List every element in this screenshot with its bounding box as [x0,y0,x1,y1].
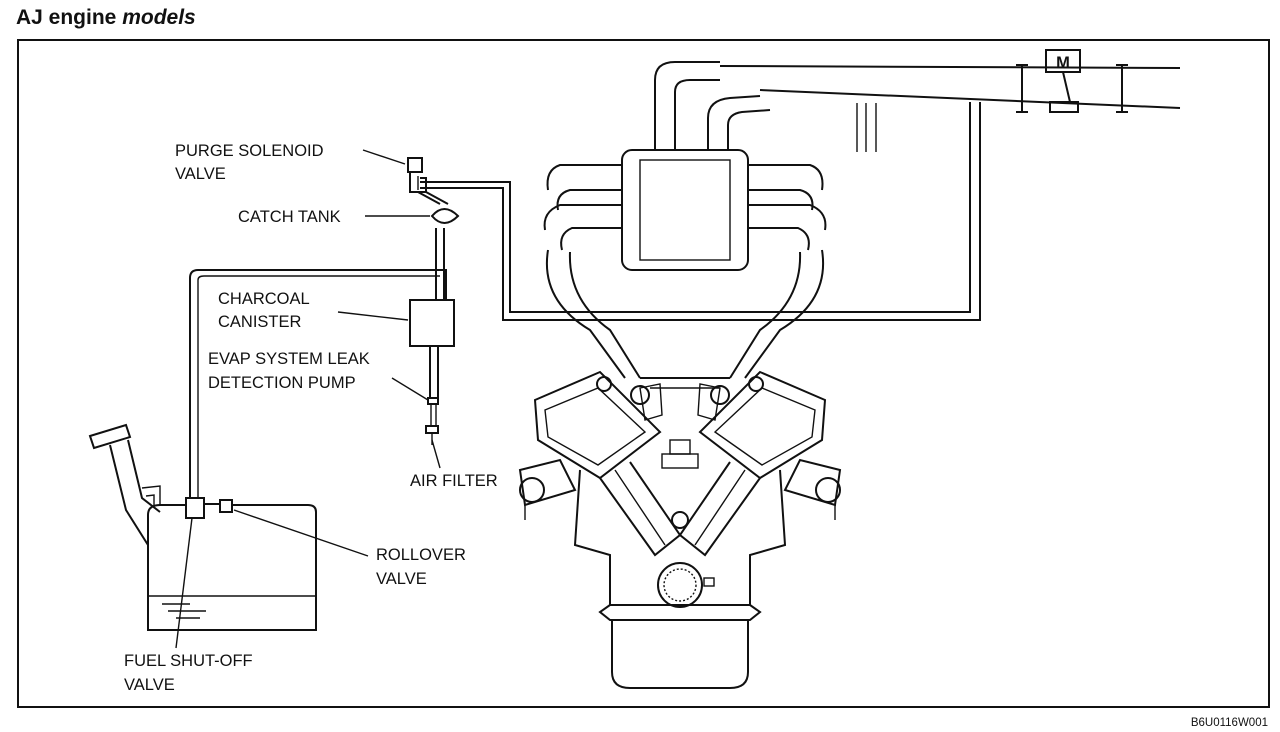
rollover-valve-label-1: ROLLOVER [376,546,466,564]
figure-reference-code: B6U0116W001 [1191,717,1268,729]
air-intake-duct [719,64,1181,152]
fuel-tank [88,423,317,631]
v-engine [518,370,842,689]
catch-tank-label: CATCH TANK [238,208,341,226]
throttle-motor: M [1045,49,1081,113]
purge-solenoid-label-2: VALVE [175,165,226,183]
fuel-shut-off-leader [175,517,193,649]
purge-solenoid-label-1: PURGE SOLENOID [175,142,324,160]
diagram-frame [17,39,1270,708]
evap-pump-label-1: EVAP SYSTEM LEAK [208,350,370,368]
purge-line [420,102,981,321]
motor-label: M [1056,54,1070,72]
charcoal-canister-label-2: CANISTER [218,313,302,331]
fuel-shut-off-label-1: FUEL SHUT-OFF [124,652,253,670]
diagram-title: AJ engine models [16,6,196,29]
evap-pump-label-2: DETECTION PUMP [208,374,356,392]
purge-leader [362,149,406,165]
evap-leak-detection-pump [427,397,439,426]
air-filter [425,425,439,445]
air-filter-leader [431,439,441,469]
canister-leader [337,311,409,321]
charcoal-canister-label-1: CHARCOAL [218,290,310,308]
pump-leader [391,377,429,401]
catch-tank [430,208,460,300]
fuel-shut-off-valve [185,497,205,519]
rollover-leader [233,509,369,557]
fuel-shut-off-label-2: VALVE [124,676,175,694]
purge-solenoid-valve [407,157,427,193]
vapour-line [189,269,447,498]
charcoal-canister [409,299,455,398]
rollover-valve [204,499,233,513]
rollover-valve-label-2: VALVE [376,570,427,588]
intake-manifold [543,61,827,389]
air-filter-label: AIR FILTER [410,472,498,490]
